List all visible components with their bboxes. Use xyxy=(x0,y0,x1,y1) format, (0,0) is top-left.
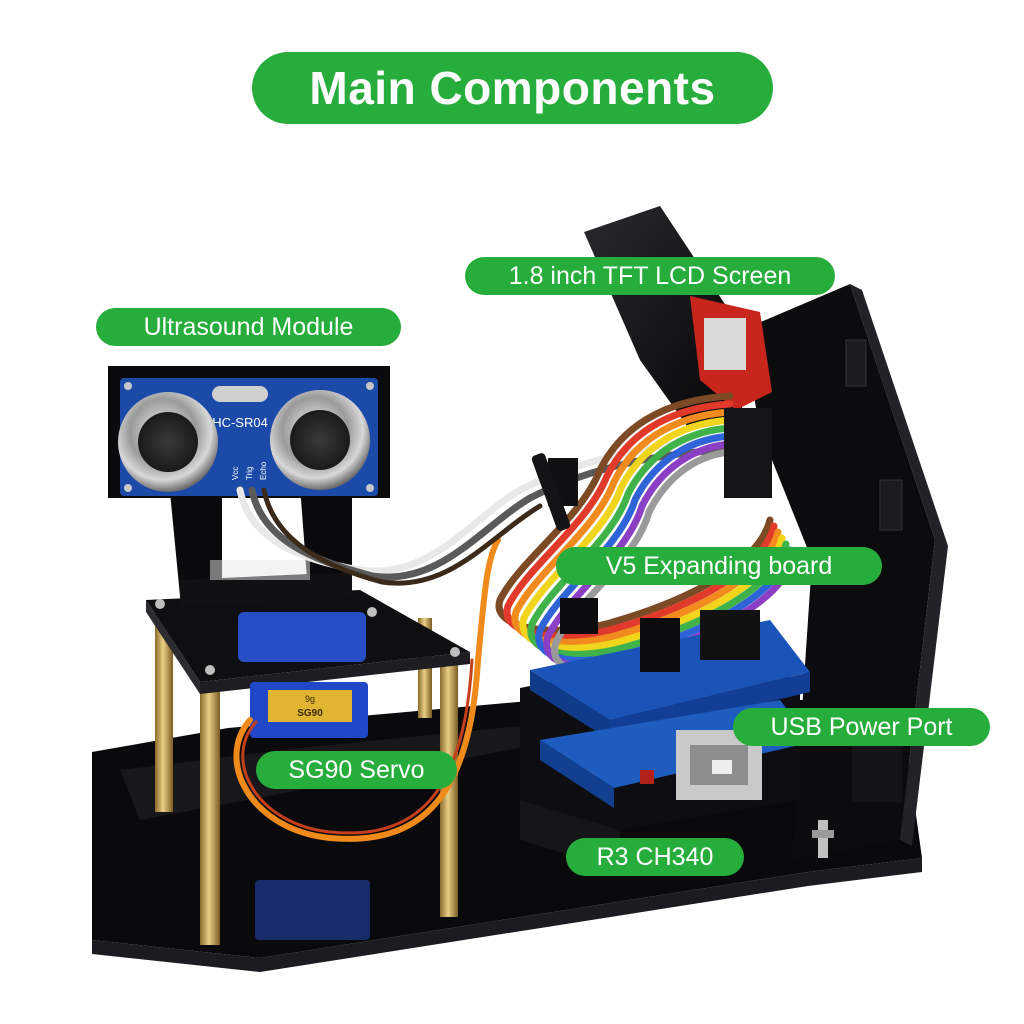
label-ultrasound-module: Ultrasound Module xyxy=(96,308,401,346)
servo-weight-text: 9g xyxy=(305,694,315,704)
housing-screw xyxy=(812,820,834,858)
pin-label-trig: Trig xyxy=(245,467,254,480)
label-v5-expanding-board: V5 Expanding board xyxy=(556,547,882,585)
label-sg90-servo: SG90 Servo xyxy=(256,751,457,789)
label-tft-lcd-screen: 1.8 inch TFT LCD Screen xyxy=(465,257,835,295)
ribbon-connector xyxy=(548,408,772,506)
pin-label-vcc: Vcc xyxy=(231,467,240,480)
sg90-servo: 9g SG90 xyxy=(238,612,368,738)
zip-tie xyxy=(531,453,571,531)
sensor-model-text: HC-SR04 xyxy=(212,415,268,430)
main-components-title: Main Components xyxy=(252,52,773,124)
label-usb-power-port: USB Power Port xyxy=(733,708,990,746)
pin-label-echo: Echo xyxy=(259,461,268,480)
servo-model-text: SG90 xyxy=(297,708,323,719)
tft-lcd-module xyxy=(690,296,772,410)
arduino-board-stack xyxy=(520,598,812,870)
servo-reflection xyxy=(255,880,370,940)
sensor-bracket xyxy=(170,484,352,606)
ultrasound-module: HC-SR04 Vcc Trig Echo xyxy=(108,366,390,498)
servo-cable xyxy=(233,537,501,842)
label-r3-ch340: R3 CH340 xyxy=(566,838,744,876)
